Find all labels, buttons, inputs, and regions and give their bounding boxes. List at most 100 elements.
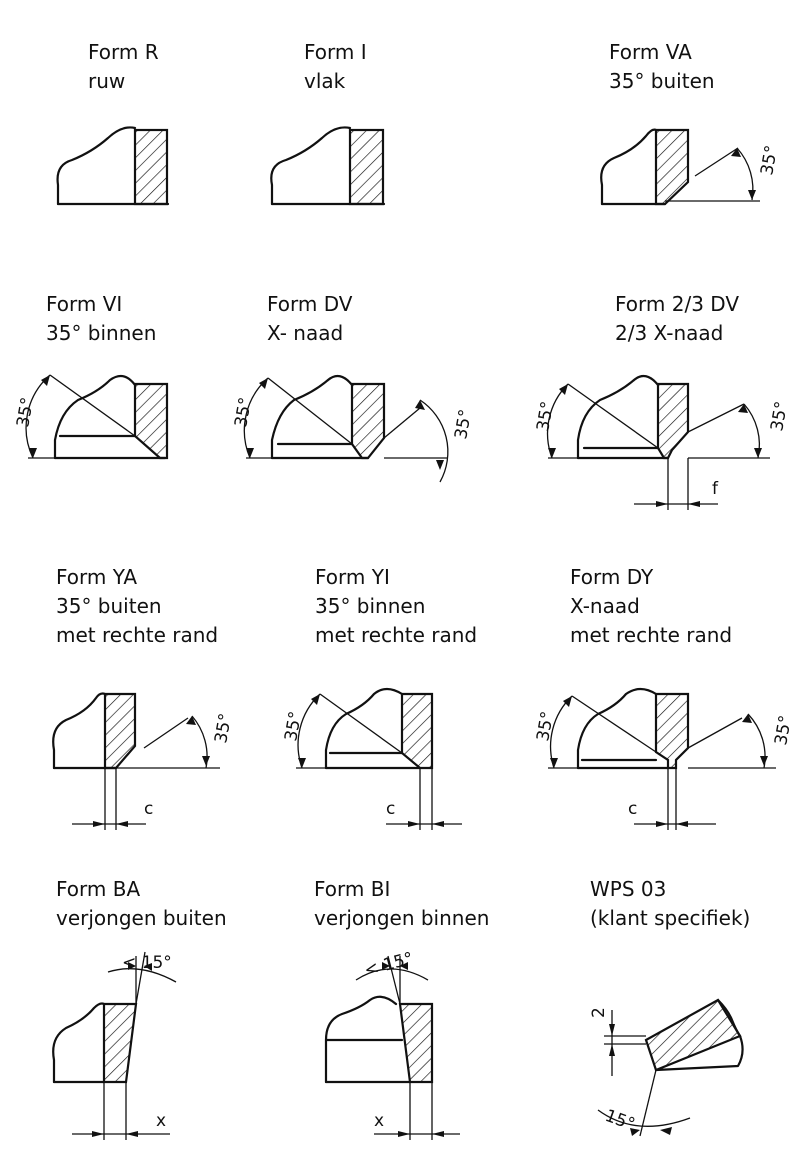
form-ya-desc-2: met rechte rand xyxy=(56,623,218,647)
workpiece-outline xyxy=(576,687,658,770)
plate-section xyxy=(654,692,690,770)
bevel-extension xyxy=(687,403,745,433)
form-r-title: Form R xyxy=(88,40,159,64)
taper-extension xyxy=(639,1069,657,1137)
workpiece-outline xyxy=(576,374,660,460)
arrow xyxy=(754,448,762,458)
form-ba-desc: verjongen buiten xyxy=(56,906,227,930)
form-yi-title: Form YI xyxy=(315,565,390,589)
angle-arc xyxy=(355,968,429,981)
angle-label: 35° xyxy=(211,712,236,745)
form-va: Form VA 35° buiten 35° xyxy=(600,40,782,206)
plate-section xyxy=(654,128,690,206)
arrow xyxy=(246,448,254,458)
arrow xyxy=(656,821,668,827)
form-i: Form I vlak xyxy=(270,40,386,206)
form-ya: Form YA 35° buiten met rechte rand 35° c xyxy=(52,565,236,830)
form-i-title: Form I xyxy=(304,40,367,64)
arrow xyxy=(760,756,768,766)
arrow xyxy=(738,404,748,413)
bevel-extension xyxy=(267,377,353,445)
arrow xyxy=(126,1131,138,1137)
angle-label: < 15° xyxy=(122,953,172,973)
workpiece-outline xyxy=(324,995,398,1084)
arrow xyxy=(432,821,444,827)
bevel-extension xyxy=(694,147,739,177)
arrow xyxy=(202,756,210,766)
arrow xyxy=(92,1131,104,1137)
bevel-extension xyxy=(383,407,421,439)
workpiece-outline xyxy=(600,128,658,206)
bevel-extension xyxy=(567,383,659,449)
form-bi-title: Form BI xyxy=(314,877,390,901)
arrow xyxy=(311,694,320,705)
arrow xyxy=(559,384,568,395)
form-i-desc: vlak xyxy=(304,69,346,93)
form-r-desc: ruw xyxy=(88,69,125,93)
form-yi-desc-2: met rechte rand xyxy=(315,623,477,647)
form-vi-desc: 35° binnen xyxy=(46,321,156,345)
form-yi-desc-1: 35° binnen xyxy=(315,594,425,618)
bevel-extension xyxy=(319,693,403,754)
arrow xyxy=(656,501,668,507)
plate-section xyxy=(656,382,690,460)
arrow xyxy=(29,448,37,458)
workpiece-outline xyxy=(52,1002,106,1084)
plate-section xyxy=(133,382,169,460)
form-dv-desc: X- naad xyxy=(267,321,343,345)
arrow xyxy=(116,821,128,827)
arrow xyxy=(688,501,700,507)
workpiece-outline xyxy=(324,687,404,770)
arrow xyxy=(742,714,752,723)
form-bi: Form BI verjongen binnen < 15° x xyxy=(314,877,489,1140)
plate-section xyxy=(398,1002,434,1084)
angle-label: < 15° xyxy=(362,949,415,981)
plate-section xyxy=(350,382,386,460)
angle-label: 35° xyxy=(757,144,782,177)
workpiece-outline xyxy=(270,374,354,460)
dim-label-c: c xyxy=(628,799,637,819)
arrow xyxy=(748,190,756,200)
plate-section xyxy=(400,692,434,770)
form-2-3-dv: Form 2/3 DV 2/3 X-naad 35° 35° f xyxy=(533,292,792,510)
arrow xyxy=(415,400,425,410)
form-wps-03: WPS 03 (klant specifiek) 2 15° xyxy=(589,877,750,1137)
dim-label-x: x xyxy=(156,1111,166,1131)
taper-extension xyxy=(387,955,401,1005)
arrow xyxy=(676,821,688,827)
arrow xyxy=(660,1127,672,1135)
arrow xyxy=(731,148,741,157)
arrow xyxy=(563,696,572,707)
form-ba: Form BA verjongen buiten < 15° x xyxy=(52,877,227,1140)
form-23dv-title: Form 2/3 DV xyxy=(615,292,739,316)
angle-label: 35° xyxy=(13,396,38,429)
arrow xyxy=(609,1024,615,1036)
workpiece-outline xyxy=(52,692,107,770)
form-bi-desc: verjongen binnen xyxy=(314,906,489,930)
form-va-desc: 35° buiten xyxy=(609,69,715,93)
angle-label: 35° xyxy=(533,400,558,433)
wps-title: WPS 03 xyxy=(590,877,666,901)
arrow xyxy=(436,460,444,470)
bevel-extension xyxy=(571,695,657,753)
form-yi: Form YI 35° binnen met rechte rand 35° c xyxy=(281,565,477,830)
workpiece-outline xyxy=(53,374,137,460)
arrow xyxy=(548,448,556,458)
form-dv-title: Form DV xyxy=(267,292,353,316)
arrow xyxy=(259,378,268,389)
arrow xyxy=(93,821,105,827)
taper-extension xyxy=(135,951,146,1005)
angle-label: 35° xyxy=(231,396,256,429)
angle-label: 35° xyxy=(281,710,306,743)
form-va-title: Form VA xyxy=(609,40,692,64)
arrow xyxy=(432,1131,444,1137)
angle-label: 15° xyxy=(602,1106,637,1135)
arrow xyxy=(382,962,390,970)
bevel-extension xyxy=(687,717,743,749)
arrow xyxy=(630,1128,640,1136)
arrow xyxy=(408,821,420,827)
bevel-extension xyxy=(143,717,189,749)
workpiece-outline xyxy=(56,126,137,206)
